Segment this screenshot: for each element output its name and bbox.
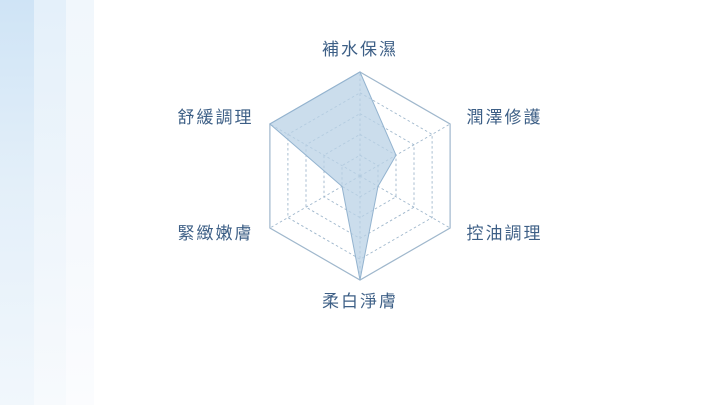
axis-label: 潤澤修護 [467,108,543,128]
axis-label: 補水保濕 [322,40,398,60]
series-area [269,71,397,281]
decorative-band [66,0,94,405]
axis-label: 緊緻嫩膚 [178,224,254,244]
axis-label: 舒緩調理 [178,108,254,128]
axis-label: 控油調理 [467,224,543,244]
radar-series [269,71,397,281]
decorative-band [0,0,34,405]
axis-label: 柔白淨膚 [322,292,398,312]
decorative-band [34,0,66,405]
